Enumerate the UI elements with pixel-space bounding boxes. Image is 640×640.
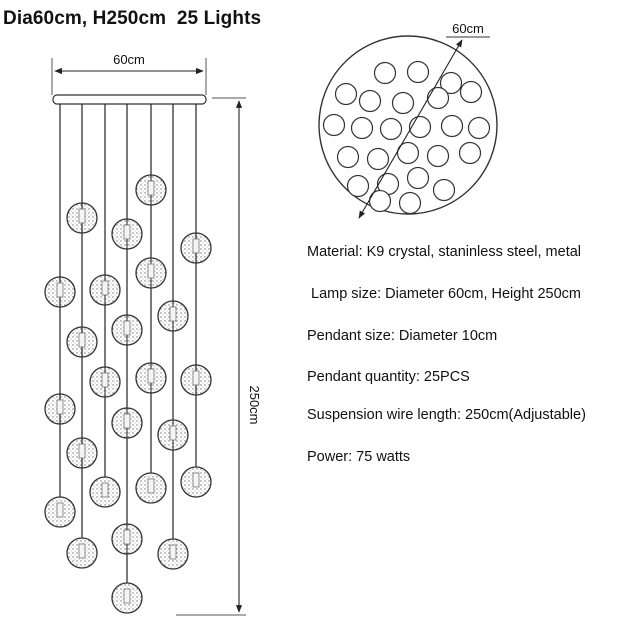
height-label: 250cm bbox=[247, 385, 262, 424]
top-view-pendant bbox=[373, 61, 397, 85]
pendant bbox=[66, 326, 98, 358]
spec-value: Diameter 10cm bbox=[398, 328, 498, 344]
pendant bbox=[44, 496, 76, 528]
top-view-pendant bbox=[334, 82, 358, 106]
top-view-pendant bbox=[426, 86, 450, 110]
spec-value: 75 watts bbox=[356, 449, 411, 465]
top-view-pendant bbox=[398, 191, 422, 215]
pendant bbox=[89, 366, 121, 398]
top-view-pendant bbox=[336, 145, 360, 169]
top-view-pendant bbox=[406, 60, 430, 84]
spec-power: Power: 75 watts bbox=[307, 449, 411, 465]
top-width-dimension: 60cm bbox=[51, 52, 207, 95]
diameter-arrow bbox=[358, 39, 463, 219]
top-view-pendant bbox=[346, 174, 370, 198]
top-view-pendant bbox=[391, 91, 415, 115]
pendant bbox=[44, 276, 76, 308]
spec-value: K9 crystal, staninless steel, metal bbox=[366, 244, 582, 260]
spec-material: Material: K9 crystal, staninless steel, … bbox=[307, 244, 582, 260]
spec-pendant-quantity: Pendant quantity: 25PCS bbox=[307, 369, 470, 385]
top-view-pendant bbox=[440, 114, 464, 138]
top-view-pendant bbox=[322, 113, 346, 137]
top-view-pendant bbox=[408, 115, 432, 139]
pendant bbox=[89, 476, 121, 508]
spec-label: Pendant quantity bbox=[307, 369, 416, 385]
ceiling-canopy bbox=[52, 94, 207, 105]
pendant bbox=[135, 472, 167, 504]
pendant bbox=[89, 274, 121, 306]
spec-value: 250cm(Adjustable) bbox=[465, 407, 586, 423]
pendant bbox=[44, 393, 76, 425]
top-width-label: 60cm bbox=[113, 52, 145, 67]
spec-label: Power bbox=[307, 449, 349, 465]
pendant bbox=[157, 538, 189, 570]
spec-value: 25PCS bbox=[423, 369, 470, 385]
circle-diameter-label: 60cm bbox=[452, 21, 484, 36]
top-view-pendant bbox=[366, 147, 390, 171]
pendant bbox=[180, 364, 212, 396]
spec-value: Diameter 60cm, Height 250cm bbox=[385, 286, 581, 302]
pendant bbox=[135, 174, 167, 206]
pendant bbox=[111, 582, 143, 614]
height-dimension: 250cm bbox=[176, 97, 262, 616]
pendant bbox=[157, 300, 189, 332]
pendant bbox=[66, 202, 98, 234]
spec-label: Material bbox=[307, 244, 359, 260]
top-view-pendant bbox=[458, 141, 482, 165]
spec-pendant-size: Pendant size: Diameter 10cm bbox=[307, 328, 498, 344]
top-view-pendant bbox=[358, 89, 382, 113]
top-view-pendant bbox=[379, 117, 403, 141]
top-view-pendant bbox=[426, 144, 450, 168]
pendant bbox=[157, 419, 189, 451]
top-view-pendant bbox=[432, 178, 456, 202]
spec-label: Suspension wire length bbox=[307, 407, 457, 423]
pendant-group bbox=[44, 104, 212, 614]
pendant bbox=[111, 314, 143, 346]
product-title: Dia60cm, H250cm 25 Lights bbox=[3, 8, 262, 29]
spec-label: Pendant size bbox=[307, 328, 391, 344]
pendant bbox=[111, 407, 143, 439]
top-view-pendant bbox=[459, 80, 483, 104]
top-view-pendant bbox=[406, 166, 430, 190]
pendant bbox=[111, 523, 143, 555]
pendant bbox=[111, 218, 143, 250]
spec-wire-length: Suspension wire length: 250cm(Adjustable… bbox=[307, 407, 586, 423]
pendant bbox=[135, 362, 167, 394]
pendant bbox=[180, 466, 212, 498]
top-view-pendant bbox=[350, 116, 374, 140]
top-view-pendant bbox=[467, 116, 491, 140]
pendant bbox=[66, 537, 98, 569]
spec-label: Lamp size bbox=[311, 286, 378, 302]
pendant bbox=[135, 257, 167, 289]
top-view: 60cm bbox=[318, 21, 498, 219]
pendant bbox=[180, 232, 212, 264]
spec-lamp-size: Lamp size: Diameter 60cm, Height 250cm bbox=[311, 286, 581, 302]
pendant bbox=[66, 437, 98, 469]
